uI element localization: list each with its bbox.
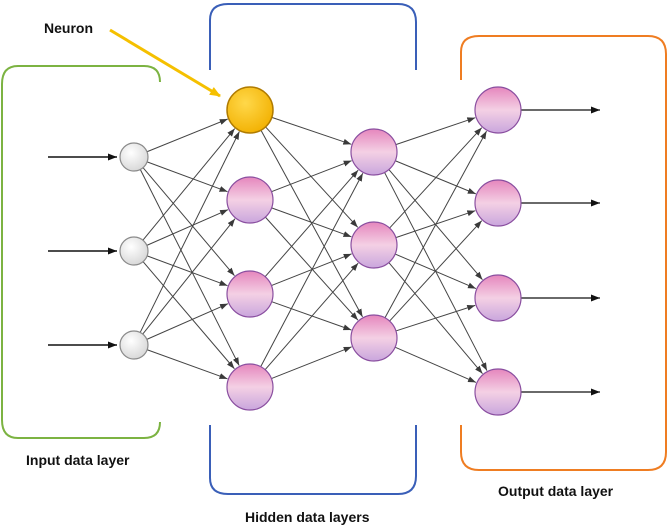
input-neuron-3 (119, 330, 149, 360)
connection-input-1-to-hidden1-4 (139, 169, 240, 366)
connection-input-2-to-hidden1-1 (142, 128, 236, 241)
connection-input-3-to-hidden1-1 (139, 131, 240, 333)
connection-hidden1-4-to-hidden2-1 (260, 172, 364, 367)
connection-hidden2-1-to-output-1 (395, 117, 476, 146)
input-arrows (48, 153, 117, 349)
connection-hidden2-2-to-output-1 (389, 127, 483, 229)
connection-hidden1-2-to-hidden2-1 (271, 160, 352, 193)
connection-input-2-to-hidden1-4 (142, 261, 235, 370)
input-layer-bracket (1, 65, 161, 439)
input-layer-label: Input data layer (26, 452, 130, 468)
connection-input-1-to-hidden1-3 (142, 167, 235, 277)
connection-hidden2-3-to-output-1 (384, 130, 487, 319)
input-neuron-1 (119, 142, 149, 172)
hidden1-neuron-4 (226, 363, 274, 411)
connection-input-2-to-hidden1-3 (146, 255, 228, 287)
connection-input-1-to-hidden1-1 (146, 118, 228, 153)
hidden-layers-label: Hidden data layers (245, 509, 370, 525)
connection-hidden2-3-to-output-3 (395, 304, 476, 332)
output-layer-bracket (460, 35, 667, 471)
connection-input-1-to-hidden1-2 (146, 161, 228, 193)
neuron-pointer-arrow (109, 28, 221, 98)
hidden2-neuron-1 (350, 128, 398, 176)
connection-hidden1-4-to-hidden2-3 (271, 346, 352, 380)
connection-hidden1-1-to-hidden2-1 (271, 116, 352, 145)
connections (139, 116, 488, 383)
connection-hidden2-3-to-output-2 (389, 220, 483, 322)
hidden-layers-bracket-bottom (209, 425, 417, 495)
hidden1-neuron-3 (226, 270, 274, 318)
input-neuron-2 (119, 236, 149, 266)
output-arrows (521, 106, 600, 396)
connection-input-2-to-hidden1-2 (146, 209, 229, 246)
connection-hidden2-3-to-output-4 (394, 346, 477, 383)
connection-input-3-to-hidden1-2 (142, 218, 236, 335)
hidden1-neuron-2 (226, 176, 274, 224)
hidden2-neuron-3 (350, 314, 398, 362)
connection-hidden1-1-to-hidden2-2 (265, 126, 359, 228)
output-neuron-1 (474, 86, 522, 134)
connection-hidden1-4-to-hidden2-2 (264, 262, 359, 371)
hidden-layers-bracket-top (209, 3, 417, 70)
connection-hidden1-2-to-hidden2-3 (265, 216, 359, 321)
output-neuron-3 (474, 274, 522, 322)
connection-input-3-to-hidden1-3 (146, 303, 229, 340)
output-neuron-4 (474, 368, 522, 416)
connection-hidden1-2-to-hidden2-2 (271, 207, 352, 238)
output-neuron-2 (474, 179, 522, 227)
highlighted-neuron (226, 86, 274, 134)
neurons (119, 86, 522, 416)
connection-input-3-to-hidden1-4 (146, 349, 228, 380)
connection-hidden1-3-to-hidden2-1 (264, 169, 359, 278)
output-layer-label: Output data layer (498, 483, 614, 499)
neuron-label: Neuron (44, 20, 93, 36)
hidden2-neuron-2 (350, 221, 398, 269)
